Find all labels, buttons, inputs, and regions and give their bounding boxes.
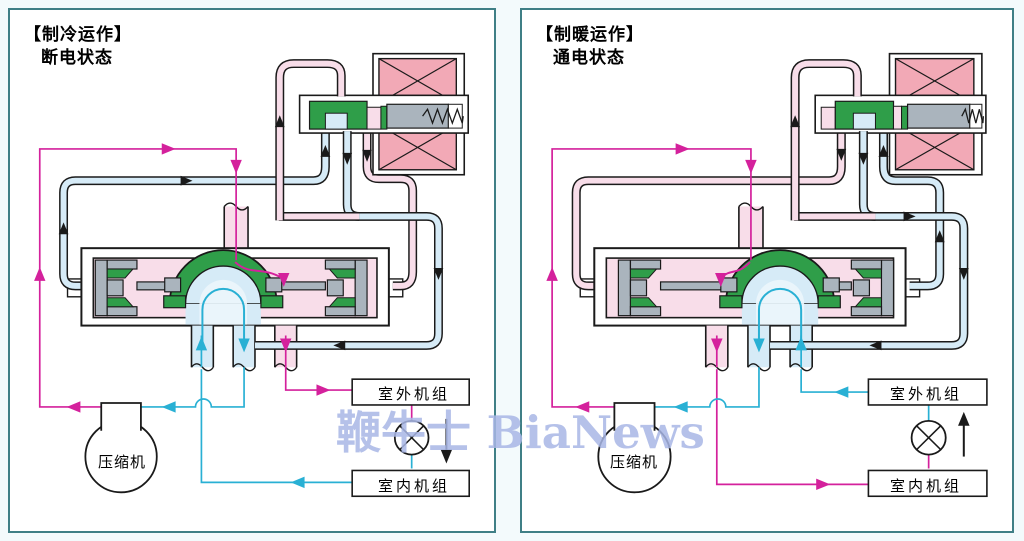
left-flow-arrow [673,401,688,413]
up-flow-arrow [320,144,331,157]
left-flow-arrow [66,401,81,413]
piston [354,259,368,317]
piston-seal [106,268,135,279]
compressor-neck [100,402,142,431]
pilot-spring [961,107,985,124]
pilot-left-capillary [60,131,329,289]
piston-seal [106,297,135,308]
up-flow-arrow [274,115,285,128]
title-line1: 【制冷运作】 [24,25,132,44]
piston-seal [854,268,882,279]
piston-seal [629,268,658,279]
right-flow-arrow [903,211,916,222]
pilot-piston [906,103,971,129]
down-flow-arrow [342,152,353,165]
right-flow-arrow [180,175,193,186]
down-flow-arrow [715,272,727,287]
down-flow-arrow [433,268,444,280]
compressor-label: 压缩机 [97,454,146,471]
panel-title: 【制暖运作】 通电状态 [536,24,644,70]
panel-title: 【制冷运作】 断电状态 [24,24,132,70]
piston-rod [136,281,168,291]
pilot-right-capillary [364,131,416,289]
left-flow-arrow [869,340,882,351]
piston [880,259,895,317]
up-flow-arrow [934,230,945,243]
left-flow-arrow [834,386,849,398]
outdoor-unit-box [351,378,470,406]
down-flow-arrow [836,148,847,161]
pilot-supply-capillary [792,60,861,221]
up-flow-arrow [795,336,807,351]
right-flow-arrow [316,384,331,396]
down-flow-arrow [238,338,250,353]
up-flow-arrow [958,411,970,426]
indoor-unit-label: 室内机组 [889,478,962,495]
left-flow-arrow [333,340,346,351]
pilot-piston [386,103,449,129]
down-flow-arrow [280,338,292,353]
piston-seal [328,268,356,279]
compressor-label: 压缩机 [609,454,658,471]
outdoor-unit-box [867,378,988,406]
down-flow-arrow [711,338,723,353]
down-flow-arrow [858,152,869,165]
piston-rod [659,281,724,291]
indoor-unit-label: 室内机组 [377,478,450,495]
outdoor-unit-label: 室外机组 [889,386,962,403]
pilot-right-capillary [880,131,943,289]
up-flow-arrow [878,144,889,157]
cooling-mode-panel: 【制冷运作】 断电状态 压缩机 室外机组 室内机组 [8,8,496,533]
piston [94,259,108,317]
piston-seal [328,297,356,308]
down-flow-arrow [958,268,969,280]
right-flow-arrow [816,478,831,491]
left-flow-arrow [290,476,305,489]
down-flow-arrow [230,159,242,174]
piston [617,259,632,317]
left-flow-arrow [575,401,590,413]
title-line1: 【制暖运作】 [536,25,644,44]
down-flow-arrow [753,338,765,353]
right-flow-arrow [675,143,690,155]
pilot-spring [422,107,464,126]
up-flow-arrow [34,267,46,281]
up-flow-arrow [790,115,801,128]
down-flow-arrow [278,272,290,287]
title-line2: 通电状态 [553,47,625,67]
down-flow-arrow [440,449,453,464]
indoor-unit-box [351,469,470,498]
indoor-unit-box [867,469,988,498]
piston-seal [629,297,658,308]
compressor-neck [613,402,656,431]
cooling-diagram [34,52,470,498]
pilot-supply-capillary [276,60,345,221]
pilot-left-capillary [573,131,845,289]
left-flow-arrow [161,401,176,413]
heating-mode-panel: 【制暖运作】 通电状态 压缩机 室外机组 室内机组 [520,8,1014,533]
heating-diagram [546,52,988,498]
piston-rod [279,281,326,291]
up-flow-arrow [546,267,558,281]
piston-seal [854,297,882,308]
down-flow-arrow [362,149,372,162]
outdoor-unit-label: 室外机组 [377,386,450,403]
right-flow-arrow [161,143,176,155]
down-flow-arrow [745,159,757,174]
title-line2: 断电状态 [41,47,113,67]
up-flow-arrow [195,336,208,351]
up-flow-arrow [58,222,69,235]
